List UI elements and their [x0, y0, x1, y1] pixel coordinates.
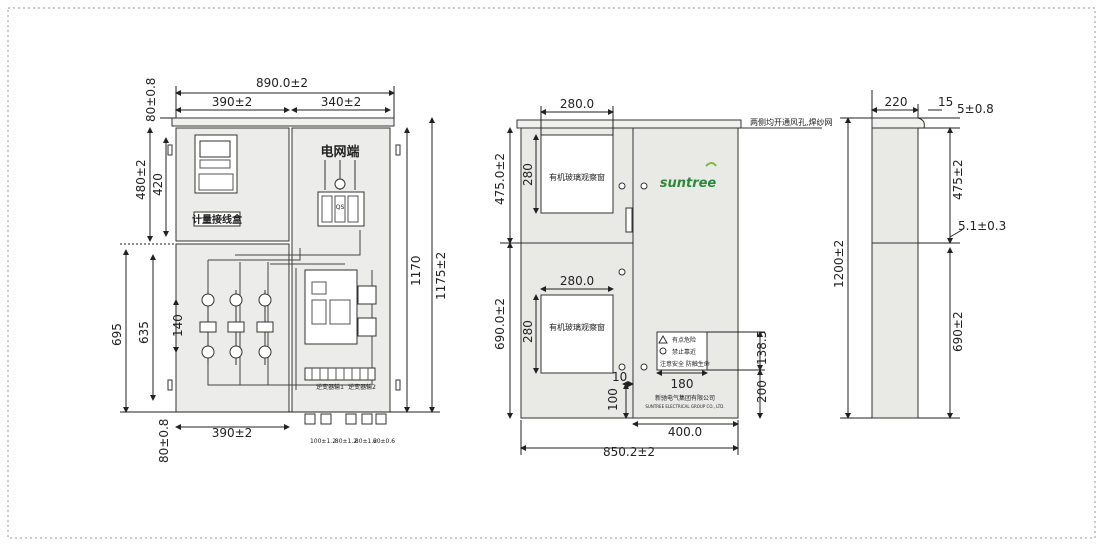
upper-height-dim: 480±2 — [134, 159, 148, 200]
lock-icon — [618, 182, 626, 190]
side-lower-height-dim: 690±2 — [951, 311, 965, 352]
company-name-cn: 新驰电气集团有限公司 — [655, 394, 715, 402]
dim-10: 10 — [612, 370, 627, 384]
upper-height-dim-2: 475.0±2 — [493, 153, 507, 205]
lock-icon — [640, 182, 648, 190]
bottom-spacing-3: 80±1.2 — [355, 438, 377, 445]
bottom-spacing-2: 80±1.2 — [335, 438, 357, 445]
front-view: 计量接线盒 电网端 QS — [110, 76, 448, 463]
observation-window-label-top: 有机玻璃观察窗 — [549, 172, 605, 182]
dim-200: 200 — [755, 380, 769, 403]
side-depth-dim: 220 — [885, 95, 908, 109]
side-dimension-lines — [840, 90, 963, 419]
hinge-tab — [167, 379, 173, 391]
door-view: 有机玻璃观察窗 有机玻璃观察窗 suntree 有点危险 禁止靠近 注意安全 防… — [493, 97, 833, 459]
side-lip-dim: 15 — [938, 95, 953, 109]
switch-label: QS — [336, 204, 345, 211]
warning-icon — [658, 334, 668, 344]
isolation-switch — [317, 160, 365, 227]
meter-box-label: 计量接线盒 — [192, 213, 243, 226]
lock-icon — [618, 268, 626, 276]
current-transformers — [199, 290, 274, 365]
lower-inner-dim: 635 — [137, 321, 151, 344]
hinge-tab — [395, 144, 401, 156]
window-height-top-dim: 280 — [521, 163, 535, 186]
hinge-tab — [167, 144, 173, 156]
warning-line-3: 注意安全 防触生命 — [660, 360, 710, 368]
lock-icon — [640, 363, 648, 371]
overall-width-dim-2: 850.2±2 — [603, 445, 655, 459]
top-left-width-dim: 390±2 — [212, 95, 253, 109]
bottom-margin-dim: 80±0.8 — [157, 419, 171, 463]
top-margin-dim: 80±0.8 — [144, 78, 158, 122]
side-body — [871, 127, 919, 419]
lower-height-dim: 695 — [110, 323, 124, 346]
bottom-width-dim: 390±2 — [212, 426, 253, 440]
grid-side-label: 电网端 — [320, 144, 359, 160]
terminal-label-2: 逆变器输2 — [348, 383, 376, 391]
brand-logo: suntree — [660, 176, 717, 191]
observation-window-top — [540, 134, 614, 214]
door-handle — [625, 207, 633, 233]
observation-window-bottom — [540, 294, 614, 374]
front-top-lip — [171, 117, 395, 127]
right-door — [632, 127, 739, 419]
height-1170-dim: 1170 — [409, 255, 423, 286]
meter-display — [199, 140, 231, 158]
door-width-dim: 400.0 — [668, 425, 702, 439]
breaker-assembly — [304, 269, 377, 381]
front-dimension-lines — [120, 86, 440, 430]
ct-spacing-dim: 140 — [171, 314, 185, 337]
side-overall-height-dim: 1200±2 — [832, 240, 846, 288]
door-view-top-lip — [516, 119, 742, 129]
observation-window-label-bottom: 有机玻璃观察窗 — [549, 322, 605, 332]
cable-glands — [304, 413, 387, 425]
bottom-spacing-4: 60±0.6 — [373, 438, 395, 445]
sign-width-dim: 180 — [671, 377, 694, 391]
sign-height-dim: 138.5 — [755, 331, 769, 365]
door-view-dimension-lines — [500, 106, 765, 455]
terminal-label-1: 逆变器输1 — [316, 383, 344, 391]
side-view: 220 15 5±0.8 5.1±0.3 475±2 690±2 1200±2 — [832, 90, 1006, 419]
prohibit-icon — [659, 347, 667, 355]
company-name-en: SUNTREE ELECTRICAL GROUP CO., LTD. — [645, 404, 724, 409]
frame-border — [7, 7, 1096, 539]
window-height-bottom-dim: 280 — [521, 320, 535, 343]
side-gap-dim: 5.1±0.3 — [958, 219, 1006, 233]
overall-width-dim: 890.0±2 — [256, 76, 308, 90]
hinge-tab — [395, 379, 401, 391]
side-upper-height-dim: 475±2 — [951, 159, 965, 200]
window-width-top-dim: 280.0 — [560, 97, 594, 111]
lock-icon — [618, 363, 626, 371]
bottom-spacing-1: 100±1.2 — [310, 438, 336, 445]
side-top-lip — [871, 117, 925, 129]
warning-line-2: 禁止靠近 — [672, 348, 696, 356]
meter-terminal — [198, 173, 234, 191]
brand-leaf-icon — [705, 162, 717, 167]
meter-buttons — [199, 159, 231, 169]
side-top-gap-dim: 5±0.8 — [957, 102, 994, 116]
meter-box-label-box — [193, 211, 241, 227]
lower-height-dim-2: 690.0±2 — [493, 298, 507, 350]
height-1175-dim: 1175±2 — [434, 252, 448, 300]
warning-line-1: 有点危险 — [672, 336, 696, 344]
upper-inner-dim: 420 — [151, 173, 165, 196]
vent-note: 两侧均开通风孔,焊纱网 — [750, 117, 833, 127]
dim-100: 100 — [606, 388, 620, 411]
top-right-width-dim: 340±2 — [321, 95, 362, 109]
window-width-bottom-dim: 280.0 — [560, 274, 594, 288]
